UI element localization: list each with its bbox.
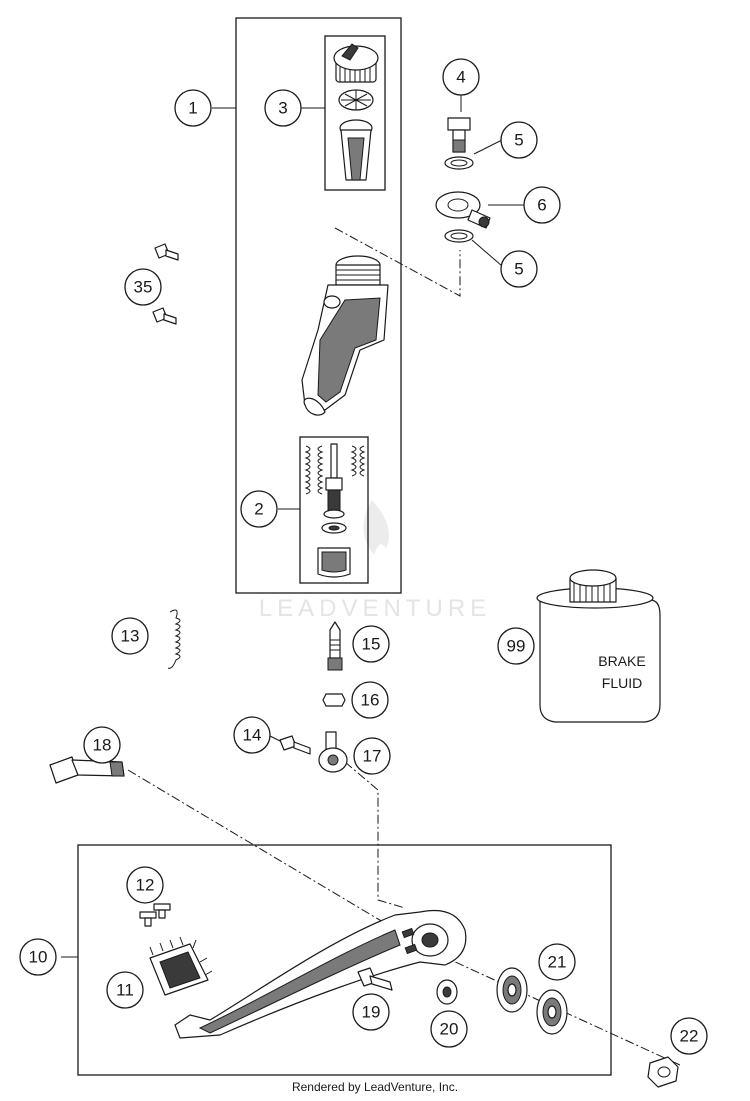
sealing-washer-lower [444, 229, 474, 243]
callout-99-label: 99 [507, 637, 526, 656]
callout-18: 18 [83, 726, 121, 764]
callout-13-label: 13 [121, 627, 140, 646]
centerline-pushrod [344, 761, 406, 909]
callout-35-label: 35 [134, 278, 153, 297]
callout-20-label: 20 [440, 1020, 459, 1039]
banjo-fitting [435, 191, 491, 229]
callout-15-label: 15 [362, 635, 381, 654]
reservoir-group-frame [324, 35, 386, 191]
callout-5-upper-label: 5 [514, 131, 523, 150]
callout-15: 15 [352, 625, 390, 663]
callout-1: 1 [174, 89, 212, 127]
brake-fluid-label-line2: FLUID [602, 675, 642, 691]
footer-credit: Rendered by LeadVenture, Inc. [291, 1080, 459, 1094]
bearing-2 [536, 989, 568, 1035]
callout-5-lower: 5 [500, 250, 538, 288]
callout-6-label: 6 [537, 196, 546, 215]
bushing [436, 979, 458, 1005]
pedal-tip [149, 936, 213, 996]
leader-5a [473, 139, 503, 155]
master-cylinder-body [301, 255, 389, 416]
callout-4-label: 4 [456, 68, 465, 87]
clevis-fork [318, 731, 348, 773]
brake-pedal [174, 909, 467, 1039]
brake-fluid-can: BRAKE FLUID [536, 569, 661, 723]
brake-pedal-group-frame [77, 844, 612, 1076]
piston-kit-group-frame [299, 436, 369, 584]
callout-21-label: 21 [548, 953, 567, 972]
return-spring [167, 609, 181, 669]
screw-lower [152, 307, 177, 325]
sealing-washer-lower-hole [450, 232, 468, 240]
callout-5-upper: 5 [500, 121, 538, 159]
stop-bolt [357, 967, 393, 991]
callout-20: 20 [430, 1010, 468, 1048]
callout-5-lower-label: 5 [514, 260, 523, 279]
callout-19: 19 [352, 993, 390, 1031]
pedal-tip-screws [139, 903, 171, 927]
sealing-washer-upper-hole [450, 159, 468, 167]
callout-4: 4 [442, 58, 480, 96]
piston-kit [304, 443, 366, 578]
sealing-washer-upper [444, 156, 474, 170]
bearing-1 [496, 967, 528, 1013]
callout-19-label: 19 [362, 1003, 381, 1022]
callout-17: 17 [353, 737, 391, 775]
banjo-bolt [447, 117, 471, 153]
callout-2-label: 2 [254, 500, 263, 519]
watermark: LEADVENTURE [259, 500, 491, 622]
callout-10: 10 [19, 938, 57, 976]
callout-3-label: 3 [278, 99, 287, 118]
callout-2: 2 [240, 490, 278, 528]
callout-1-label: 1 [188, 99, 197, 118]
reservoir-cap-assembly [333, 43, 379, 181]
pushrod [327, 621, 343, 671]
centerline-pivot-bolt [127, 769, 431, 951]
callout-6: 6 [523, 186, 561, 224]
callout-22: 22 [670, 1017, 708, 1055]
callout-16-label: 16 [361, 691, 380, 710]
clevis-pin [279, 735, 311, 755]
pivot-bolt [49, 756, 125, 784]
callout-13: 13 [111, 617, 149, 655]
callout-11: 11 [106, 971, 144, 1009]
callout-99: 99 [497, 627, 535, 665]
watermark-text: LEADVENTURE [259, 595, 491, 622]
callout-14-label: 14 [243, 726, 262, 745]
nut [647, 1056, 679, 1088]
callout-21: 21 [538, 943, 576, 981]
callout-16: 16 [351, 681, 389, 719]
callout-22-label: 22 [680, 1027, 699, 1046]
lock-nut [322, 693, 346, 707]
callout-11-label: 11 [116, 981, 134, 1000]
centerline-hose [334, 227, 461, 297]
screw-upper [154, 243, 179, 261]
callout-18-label: 18 [93, 736, 112, 755]
callout-17-label: 17 [363, 747, 382, 766]
callout-3: 3 [264, 89, 302, 127]
leader-5b [471, 239, 503, 267]
master-cylinder-group-frame [235, 17, 402, 594]
callout-35: 35 [124, 268, 162, 306]
brake-fluid-label-line1: BRAKE [598, 653, 645, 669]
callout-12-label: 12 [136, 876, 155, 895]
callout-12: 12 [126, 866, 164, 904]
callout-14: 14 [233, 716, 271, 754]
callout-10-label: 10 [29, 948, 48, 967]
